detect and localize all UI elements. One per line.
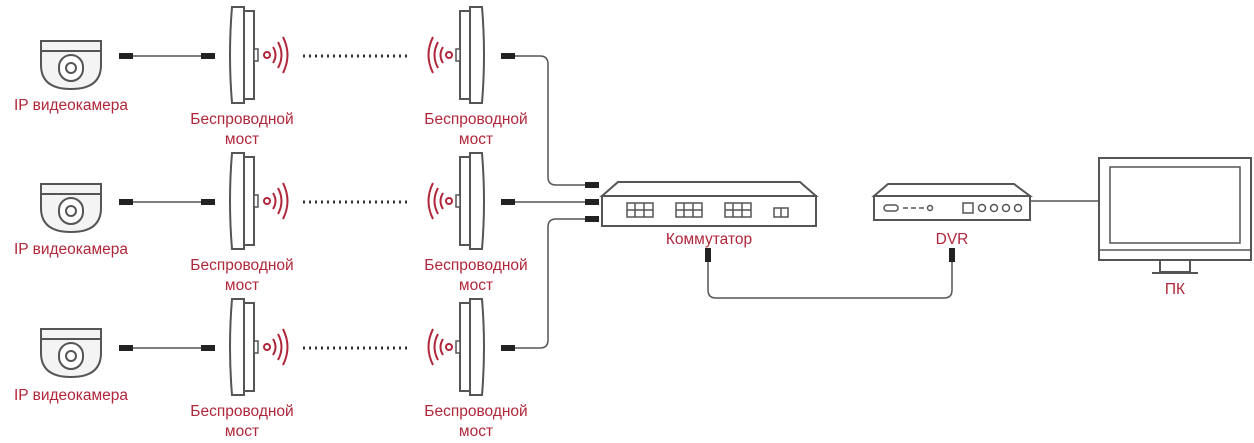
wireless-bridge-rx-1-icon (455, 6, 485, 104)
cable (515, 218, 585, 349)
dvr-icon (871, 183, 1033, 221)
pc-label: ПК (1164, 281, 1186, 298)
switch-dvr-cable (705, 248, 955, 299)
plug-icon (119, 53, 133, 59)
camera-label-2: IP видеокамера (13, 241, 129, 258)
cable (515, 55, 585, 186)
camera-label-3: IP видеокамера (13, 387, 129, 404)
plug-icon (585, 182, 599, 188)
plug-icon (201, 53, 215, 59)
signal-waves-icon (263, 328, 289, 366)
plug-icon (119, 345, 133, 351)
ip-camera-2-icon (40, 183, 102, 233)
plug-icon (501, 199, 515, 205)
dvr-label: DVR (935, 231, 969, 248)
switch-label: Коммутатор (665, 231, 753, 248)
plug-icon (201, 345, 215, 351)
wireless-bridge-tx-3-icon (229, 298, 259, 396)
ip-camera-3-icon (40, 328, 102, 378)
plug-icon (201, 199, 215, 205)
pc-monitor-icon (1098, 157, 1252, 274)
plug-icon (585, 216, 599, 222)
ip-camera-1-icon (40, 40, 102, 90)
signal-waves-icon (263, 182, 289, 220)
wireless-bridge-rx-3-icon (455, 298, 485, 396)
plug-icon (119, 199, 133, 205)
wireless-bridge-tx-2-icon (229, 152, 259, 250)
signal-waves-icon (427, 36, 453, 74)
row-1 (40, 6, 599, 188)
signal-waves-icon (427, 328, 453, 366)
plug-icon (501, 53, 515, 59)
camera-label-1: IP видеокамера (13, 97, 129, 114)
plug-icon (585, 199, 599, 205)
switch-icon (599, 181, 819, 227)
signal-waves-icon (263, 36, 289, 74)
plug-icon (501, 345, 515, 351)
wireless-bridge-rx-2-icon (455, 152, 485, 250)
signal-waves-icon (427, 182, 453, 220)
wireless-bridge-tx-1-icon (229, 6, 259, 104)
row-3 (40, 216, 599, 396)
row-2 (40, 152, 599, 250)
